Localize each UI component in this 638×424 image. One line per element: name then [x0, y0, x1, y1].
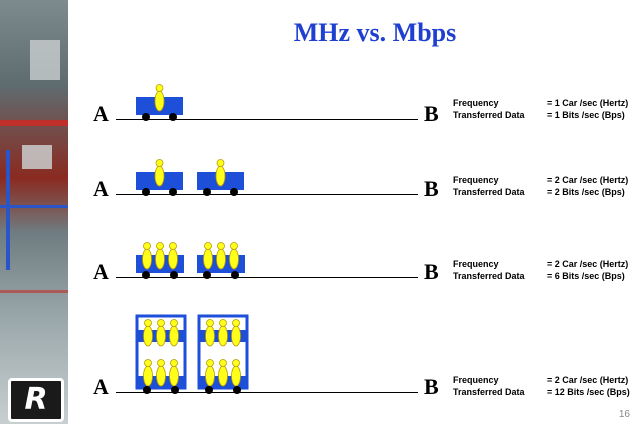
point-a-label: A: [93, 374, 109, 399]
slide-title: MHz vs. Mbps: [293, 18, 457, 47]
passenger-body: [218, 365, 228, 387]
point-a-label: A: [93, 176, 109, 201]
transferred-data-label: Transferred Data: [453, 387, 525, 397]
track-line: [116, 277, 418, 278]
track-line: [116, 119, 418, 120]
passenger-head: [232, 319, 240, 327]
passenger-body: [169, 365, 179, 387]
passenger-body: [205, 365, 215, 387]
point-b-label: B: [424, 259, 439, 284]
frequency-value: = 2 Car /sec (Hertz): [547, 375, 629, 385]
passenger-body: [216, 248, 226, 270]
passenger-body: [155, 248, 165, 270]
frequency-label: Frequency: [453, 259, 499, 269]
frequency-label: Frequency: [453, 98, 499, 108]
passenger-body: [203, 248, 213, 270]
transferred-data-label: Transferred Data: [453, 110, 525, 120]
passenger-head: [157, 319, 165, 327]
passenger-head: [230, 242, 238, 250]
passenger-head: [144, 319, 152, 327]
passenger-body: [231, 365, 241, 387]
passenger-head: [169, 242, 177, 250]
passenger-head: [219, 359, 227, 367]
passenger-body: [169, 325, 179, 347]
passenger-head: [156, 242, 164, 250]
passenger-body: [156, 325, 166, 347]
passenger-body: [231, 325, 241, 347]
passenger-body: [154, 90, 165, 112]
frequency-label: Frequency: [453, 175, 499, 185]
point-b-label: B: [424, 101, 439, 126]
passenger-head: [144, 359, 152, 367]
passenger-body: [168, 248, 178, 270]
passenger-head: [217, 242, 225, 250]
transferred-data-label: Transferred Data: [453, 271, 525, 281]
passenger-body: [143, 365, 153, 387]
passenger-body: [142, 248, 152, 270]
frequency-value: = 2 Car /sec (Hertz): [547, 259, 629, 269]
passenger-head: [143, 242, 151, 250]
point-b-label: B: [424, 374, 439, 399]
passenger-head: [170, 359, 178, 367]
transferred-data-value: = 6 Bits /sec (Bps): [547, 271, 625, 281]
passenger-head: [155, 159, 164, 167]
passenger-head: [204, 242, 212, 250]
passenger-head: [157, 359, 165, 367]
frequency-label: Frequency: [453, 375, 499, 385]
passenger-head: [216, 159, 225, 167]
transferred-data-value: = 2 Bits /sec (Bps): [547, 187, 625, 197]
passenger-head: [155, 84, 164, 92]
passenger-head: [219, 319, 227, 327]
passenger-body: [205, 325, 215, 347]
decorative-side-image: [0, 0, 68, 424]
passenger-body: [143, 325, 153, 347]
passenger-body: [229, 248, 239, 270]
point-a-label: A: [93, 101, 109, 126]
passenger-head: [232, 359, 240, 367]
frequency-value: = 1 Car /sec (Hertz): [547, 98, 629, 108]
page-number: 16: [618, 409, 630, 420]
passenger-head: [170, 319, 178, 327]
track-line: [116, 194, 418, 195]
passenger-body: [154, 165, 165, 187]
frequency-value: = 2 Car /sec (Hertz): [547, 175, 629, 185]
passenger-body: [156, 365, 166, 387]
transferred-data-value: = 12 Bits /sec (Bps): [547, 387, 630, 397]
transferred-data-value: = 1 Bits /sec (Bps): [547, 110, 625, 120]
point-a-label: A: [93, 259, 109, 284]
point-b-label: B: [424, 176, 439, 201]
track-line: [116, 392, 418, 393]
passenger-body: [215, 165, 226, 187]
logo: R: [8, 378, 64, 422]
passenger-body: [218, 325, 228, 347]
passenger-head: [206, 359, 214, 367]
transferred-data-label: Transferred Data: [453, 187, 525, 197]
passenger-head: [206, 319, 214, 327]
